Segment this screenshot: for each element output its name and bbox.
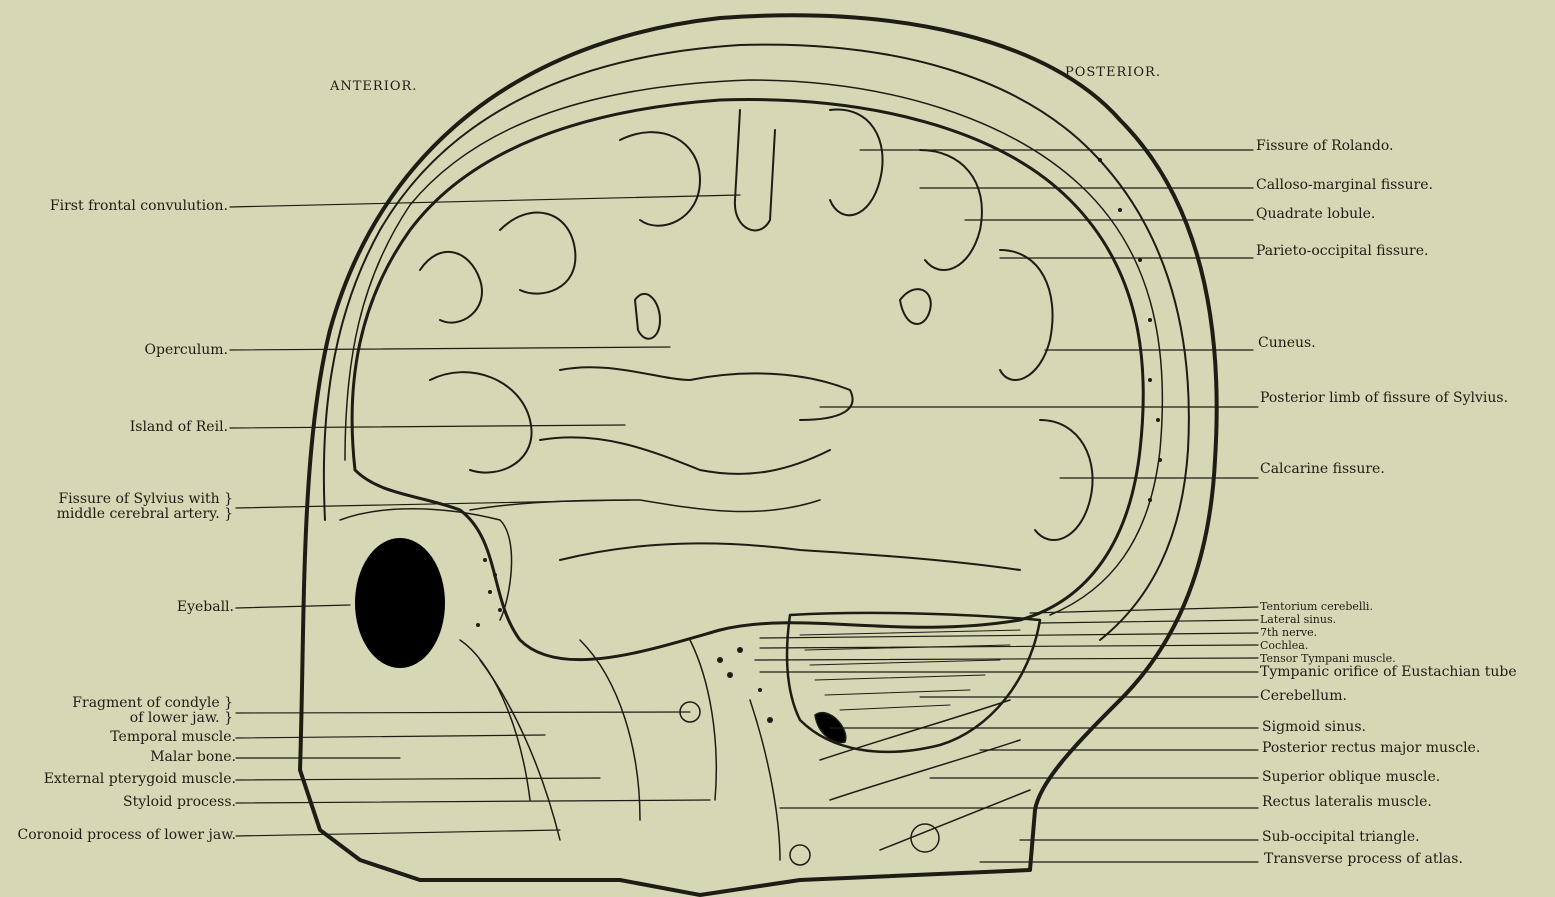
- label-calloso-marginal: Calloso-marginal fissure.: [1256, 178, 1433, 193]
- eyeball-shape: [356, 539, 444, 667]
- label-first-frontal: First frontal convulution.: [50, 199, 228, 214]
- label-calcarine-fissure: Calcarine fissure.: [1260, 462, 1385, 477]
- cerebral-gyri: [420, 110, 1093, 570]
- label-styloid-process: Styloid process.: [123, 795, 236, 810]
- label-tensor-tympani: Tensor Tympani muscle.: [1260, 653, 1396, 664]
- label-rectus-lateralis: Rectus lateralis muscle.: [1262, 795, 1432, 810]
- leader-lines-right: [755, 150, 1258, 862]
- label-sub-occipital-triangle: Sub-occipital triangle.: [1262, 830, 1420, 845]
- label-quadrate-lobule: Quadrate lobule.: [1256, 207, 1375, 222]
- label-cochlea: Cochlea.: [1260, 640, 1308, 651]
- label-island-of-reil: Island of Reil.: [130, 420, 228, 435]
- label-seventh-nerve: 7th nerve.: [1260, 627, 1317, 638]
- posterior-label: POSTERIOR.: [1065, 65, 1161, 80]
- label-coronoid-process: Coronoid process of lower jaw.: [18, 828, 236, 843]
- label-operculum: Operculum.: [145, 343, 229, 358]
- label-condyle: Fragment of condyle } of lower jaw. }: [72, 696, 233, 726]
- label-cerebellum: Cerebellum.: [1260, 689, 1347, 704]
- label-external-pterygoid: External pterygoid muscle.: [44, 772, 236, 787]
- label-cuneus: Cuneus.: [1258, 336, 1316, 351]
- bone-stipple: [476, 158, 1162, 723]
- label-fissure-rolando: Fissure of Rolando.: [1256, 139, 1393, 154]
- cerebrum-outline: [352, 100, 1143, 660]
- anterior-label: ANTERIOR.: [330, 79, 417, 94]
- label-tentorium-cerebelli: Tentorium cerebelli.: [1260, 601, 1373, 612]
- skull-inner-table: [324, 45, 1189, 640]
- label-temporal-muscle: Temporal muscle.: [110, 730, 236, 745]
- cerebellum-folia: [800, 630, 1020, 710]
- label-transverse-process: Transverse process of atlas.: [1264, 852, 1463, 867]
- label-condyle-line1: Fragment of condyle }: [72, 696, 233, 711]
- label-sigmoid-sinus: Sigmoid sinus.: [1262, 720, 1366, 735]
- label-fissure-sylvius: Fissure of Sylvius with } middle cerebra…: [57, 492, 233, 522]
- label-posterior-limb-sylvius: Posterior limb of fissure of Sylvius.: [1260, 391, 1508, 406]
- label-eyeball: Eyeball.: [177, 600, 234, 615]
- label-fissure-sylvius-line1: Fissure of Sylvius with }: [57, 492, 233, 507]
- label-lateral-sinus: Lateral sinus.: [1260, 614, 1336, 625]
- skull-outline: [300, 15, 1217, 895]
- label-posterior-rectus-major: Posterior rectus major muscle.: [1262, 741, 1480, 756]
- label-fissure-sylvius-line2: middle cerebral artery. }: [57, 507, 233, 522]
- label-superior-oblique: Superior oblique muscle.: [1262, 770, 1440, 785]
- label-parieto-occipital: Parieto-occipital fissure.: [1256, 244, 1428, 259]
- label-condyle-line2: of lower jaw. }: [72, 711, 233, 726]
- skull-base-structures: [340, 509, 1030, 865]
- label-malar-bone: Malar bone.: [150, 750, 236, 765]
- label-tympanic-orifice: Tympanic orifice of Eustachian tube: [1260, 665, 1517, 680]
